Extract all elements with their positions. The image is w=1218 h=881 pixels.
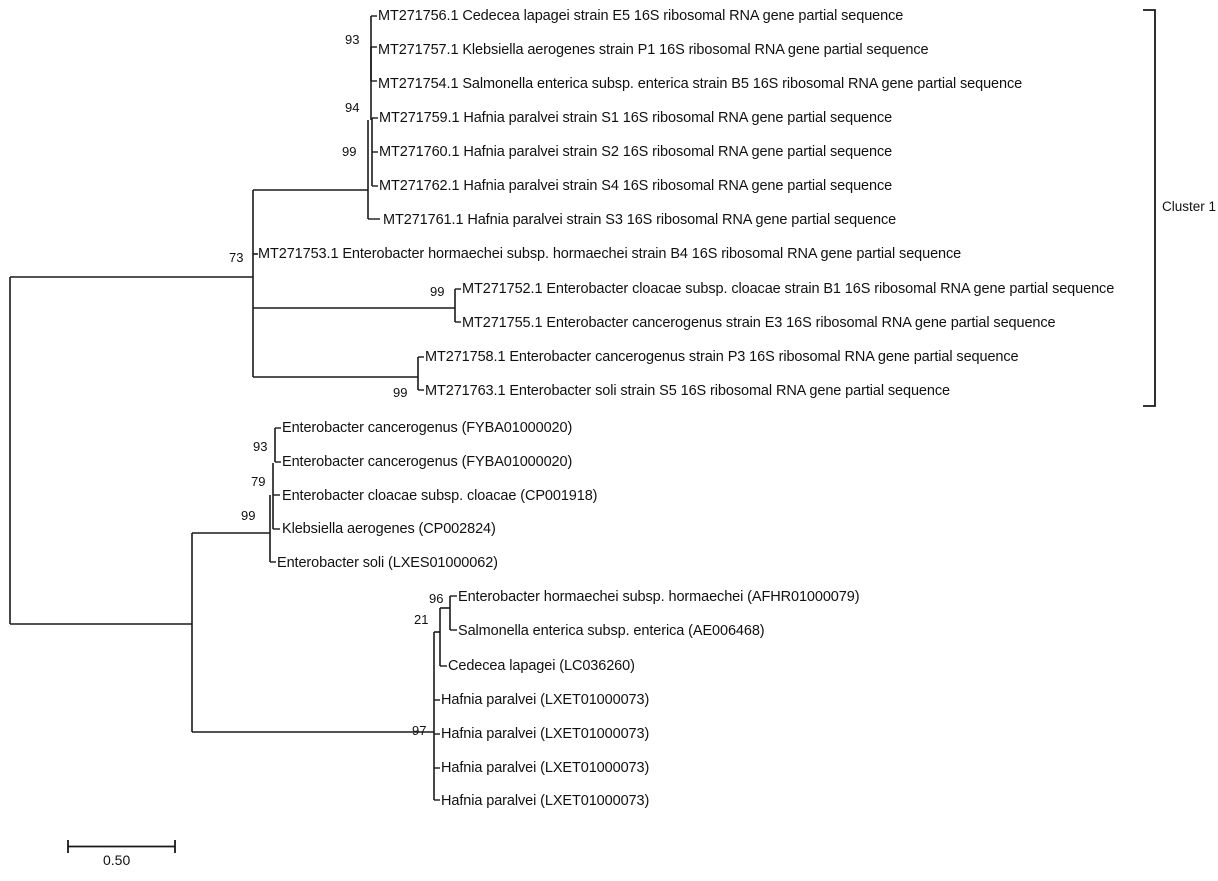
leaf-label: MT271755.1 Enterobacter cancerogenus str…	[462, 315, 1056, 331]
leaf-label: Enterobacter soli (LXES01000062)	[277, 555, 498, 571]
leaf-label: Enterobacter cancerogenus (FYBA01000020)	[282, 420, 573, 436]
bootstrap-value: 73	[229, 250, 244, 265]
leaf-label: Cedecea lapagei (LC036260)	[448, 658, 635, 674]
leaf-label: MT271760.1 Hafnia paralvei strain S2 16S…	[379, 144, 893, 160]
scale-bar	[67, 840, 176, 853]
leaf-label: Hafnia paralvei (LXET01000073)	[441, 726, 650, 742]
lower-clade	[191, 427, 457, 801]
scale-bar-path	[67, 840, 176, 853]
leaf-label: MT271761.1 Hafnia paralvei strain S3 16S…	[383, 212, 897, 228]
bootstrap-value: 97	[412, 723, 427, 738]
cluster-1-bracket	[1143, 9, 1156, 407]
scale-bar-label: 0.50	[103, 852, 131, 868]
bootstrap-value: 94	[345, 100, 360, 115]
bootstrap-value: 99	[393, 385, 408, 400]
bootstrap-value: 96	[429, 591, 444, 606]
cluster-1-label: Cluster 1	[1162, 199, 1217, 214]
bootstrap-value: 21	[414, 612, 429, 627]
leaf-label: MT271756.1 Cedecea lapagei strain E5 16S…	[378, 8, 904, 24]
leaf-label: MT271754.1 Salmonella enterica subsp. en…	[378, 76, 1023, 92]
upper-clade	[252, 15, 461, 391]
leaf-label: Enterobacter cancerogenus (FYBA01000020)	[282, 454, 573, 470]
leaf-label: Hafnia paralvei (LXET01000073)	[441, 692, 650, 708]
leaf-label: MT271759.1 Hafnia paralvei strain S1 16S…	[379, 110, 893, 126]
leaf-label: Enterobacter cloacae subsp. cloacae (CP0…	[282, 488, 598, 504]
leaf-label: Hafnia paralvei (LXET01000073)	[441, 760, 650, 776]
bootstrap-value: 99	[241, 508, 256, 523]
leaf-label: Hafnia paralvei (LXET01000073)	[441, 793, 650, 809]
leaf-label: Salmonella enterica subsp. enterica (AE0…	[458, 623, 765, 639]
leaf-label: MT271752.1 Enterobacter cloacae subsp. c…	[462, 281, 1115, 297]
leaf-label: Enterobacter hormaechei subsp. hormaeche…	[458, 589, 860, 605]
leaf-label: MT271757.1 Klebsiella aerogenes strain P…	[378, 42, 929, 58]
bootstrap-value: 93	[345, 32, 360, 47]
bootstrap-value: 99	[342, 144, 357, 159]
leaf-label: MT271753.1 Enterobacter hormaechei subsp…	[258, 246, 962, 262]
leaf-label: MT271762.1 Hafnia paralvei strain S4 16S…	[379, 178, 893, 194]
root-branches	[9, 276, 253, 625]
leaf-label: MT271763.1 Enterobacter soli strain S5 1…	[425, 383, 950, 399]
leaf-label: Klebsiella aerogenes (CP002824)	[282, 521, 496, 537]
bootstrap-value: 79	[251, 474, 266, 489]
leaf-label: MT271758.1 Enterobacter cancerogenus str…	[425, 349, 1019, 365]
bootstrap-value: 99	[430, 284, 445, 299]
bootstrap-value: 93	[253, 439, 268, 454]
cluster-bracket-path	[1143, 9, 1156, 407]
